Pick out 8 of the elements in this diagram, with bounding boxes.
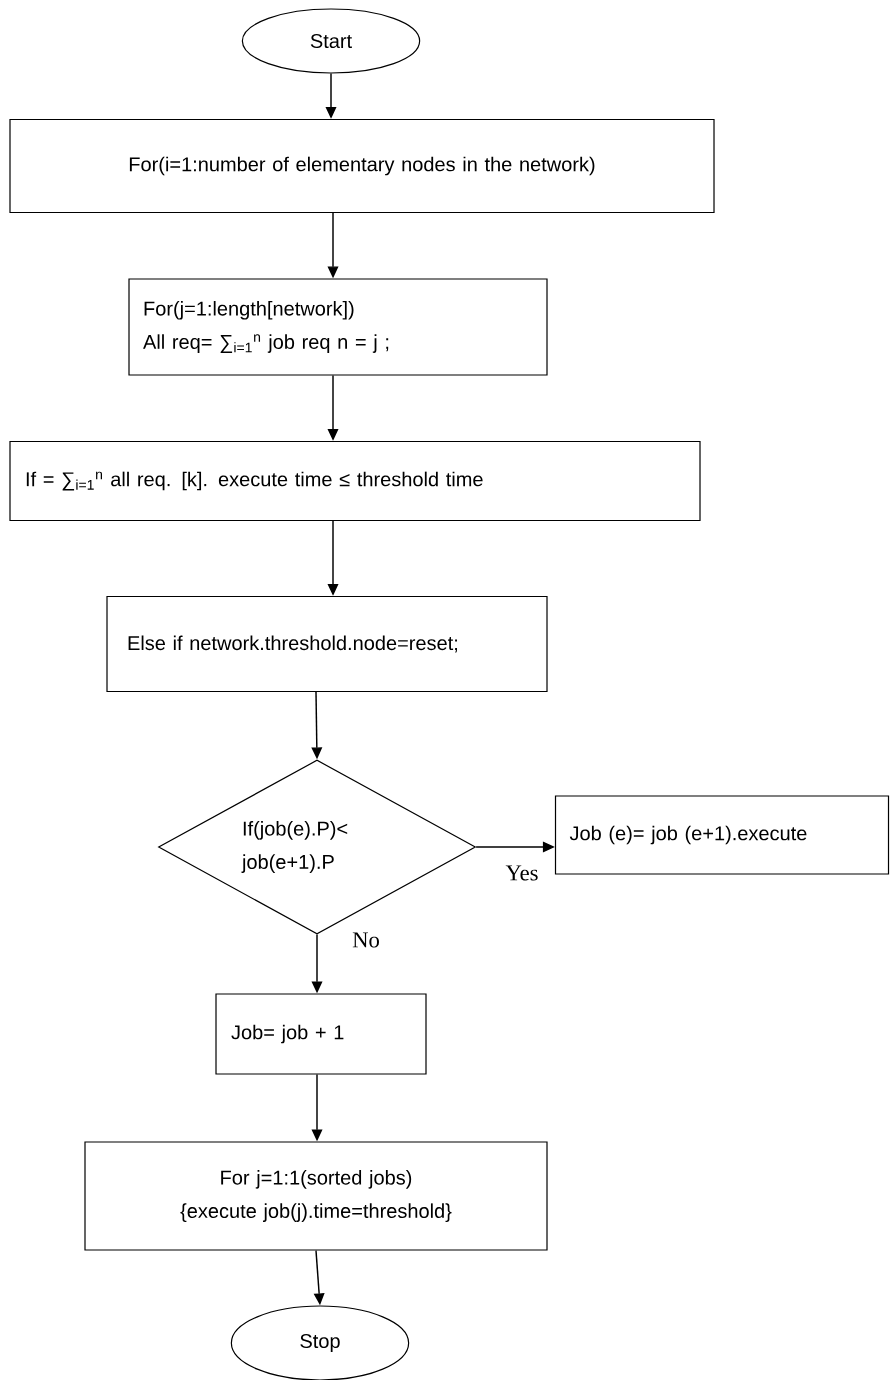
process-box: For(i=1:number of elementary nodes in the network) [9, 118, 715, 214]
process-box: Job (e)= job (e+1).execute [554, 795, 890, 875]
process-box: Job= job + 1 [215, 993, 427, 1075]
edge-label: Yes [504, 864, 540, 882]
process-box: If = ∑$_{i=1}$$^{n}$ all req. [k]. execute time ≤ threshold time [9, 440, 701, 522]
process-box: For(j=1:length[network]) All req= ∑$_{i=1}$$^{n}$ job req n = j ; [128, 278, 548, 376]
process-box: Else if network.threshold.node=reset; [106, 595, 548, 693]
process-box: For j=1:1(sorted jobs) {execute job(j).time=threshold} [84, 1141, 548, 1251]
